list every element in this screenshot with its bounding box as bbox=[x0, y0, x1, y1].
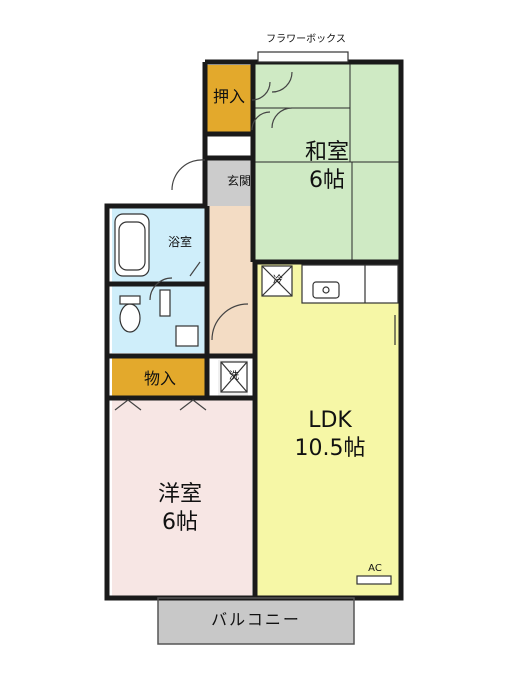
storage-label: 物入 bbox=[143, 369, 176, 388]
balcony-label: バルコニー bbox=[211, 610, 301, 629]
entrance-label: 玄関 bbox=[226, 174, 251, 188]
detail-lines bbox=[114, 51, 399, 585]
entrance-floor bbox=[207, 160, 255, 206]
walls bbox=[104, 59, 404, 601]
closet-top-label: 押入 bbox=[212, 87, 245, 106]
washitsu-name: 和室 bbox=[304, 140, 349, 165]
bathroom-label: 浴室 bbox=[167, 235, 192, 249]
closet-top-fill bbox=[207, 65, 251, 133]
ac-label: AC bbox=[368, 563, 382, 574]
door-swings bbox=[114, 71, 293, 411]
ldk-floor bbox=[257, 260, 399, 596]
balcony-rail bbox=[157, 597, 355, 645]
flower-box-label: フラワーボックス bbox=[266, 34, 346, 45]
hall-floor bbox=[207, 206, 255, 356]
washitsu-floor bbox=[255, 62, 399, 260]
fridge-label: 冷 bbox=[273, 275, 283, 286]
ldk-name: LDK bbox=[308, 408, 352, 433]
yoshitsu-name: 洋室 bbox=[157, 482, 202, 507]
storage-fill bbox=[112, 358, 207, 398]
tatami-lines bbox=[255, 62, 399, 260]
washitsu-size: 6帖 bbox=[309, 168, 345, 193]
balcony-floor bbox=[158, 598, 354, 644]
washer-label: 洗 bbox=[229, 371, 239, 382]
yoshitsu-floor bbox=[112, 400, 252, 596]
yoshitsu-size: 6帖 bbox=[162, 510, 198, 535]
ldk-size: 10.5帖 bbox=[294, 436, 366, 461]
